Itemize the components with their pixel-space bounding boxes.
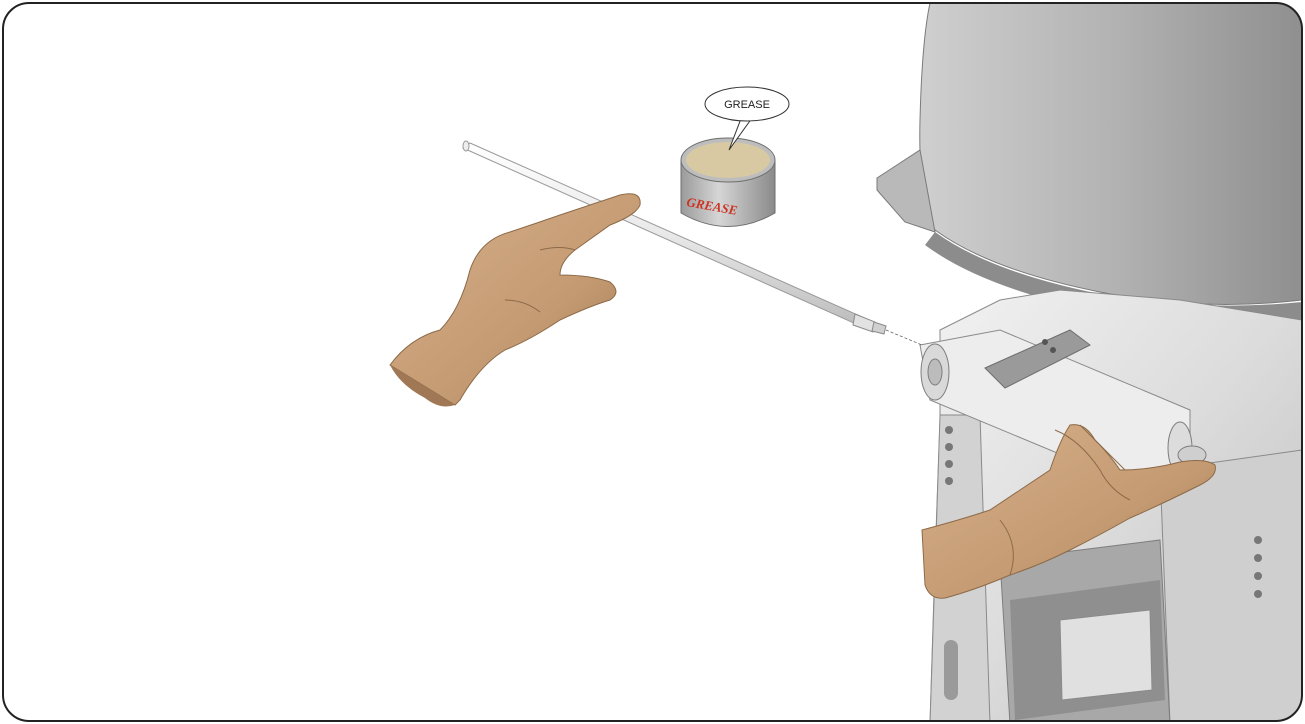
grease-can: GREASE [681, 138, 775, 227]
adjust-hole [1254, 554, 1262, 562]
adjust-hole [1254, 590, 1262, 598]
adjust-hole [945, 426, 953, 434]
adjust-hole [945, 460, 953, 468]
grease-fill [686, 142, 770, 178]
adjust-hole [945, 443, 953, 451]
adjust-hole [1254, 536, 1262, 544]
callout-label: GREASE [724, 99, 770, 111]
adjust-hole [945, 477, 953, 485]
adjust-hole [1254, 572, 1262, 580]
